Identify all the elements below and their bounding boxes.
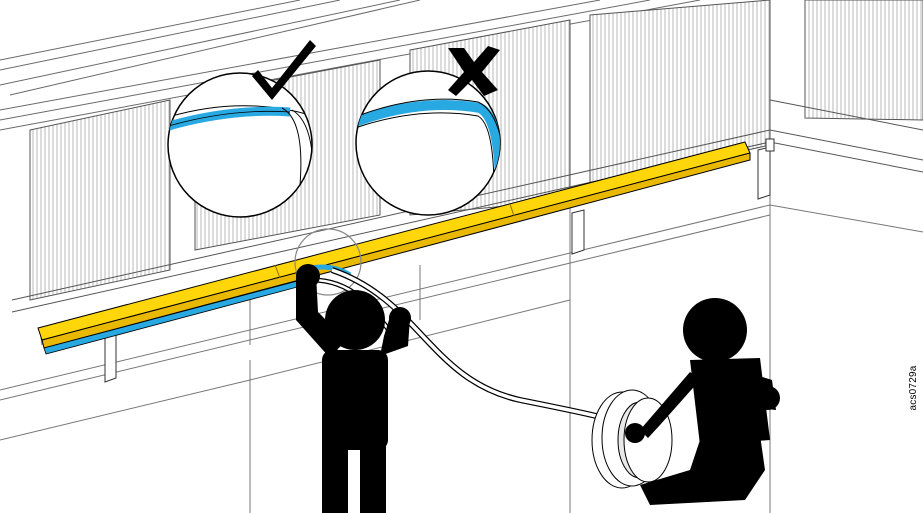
detail-correct xyxy=(165,40,316,217)
figure-code-label: acs0729a xyxy=(908,366,919,411)
standing-person-silhouette xyxy=(296,264,411,513)
